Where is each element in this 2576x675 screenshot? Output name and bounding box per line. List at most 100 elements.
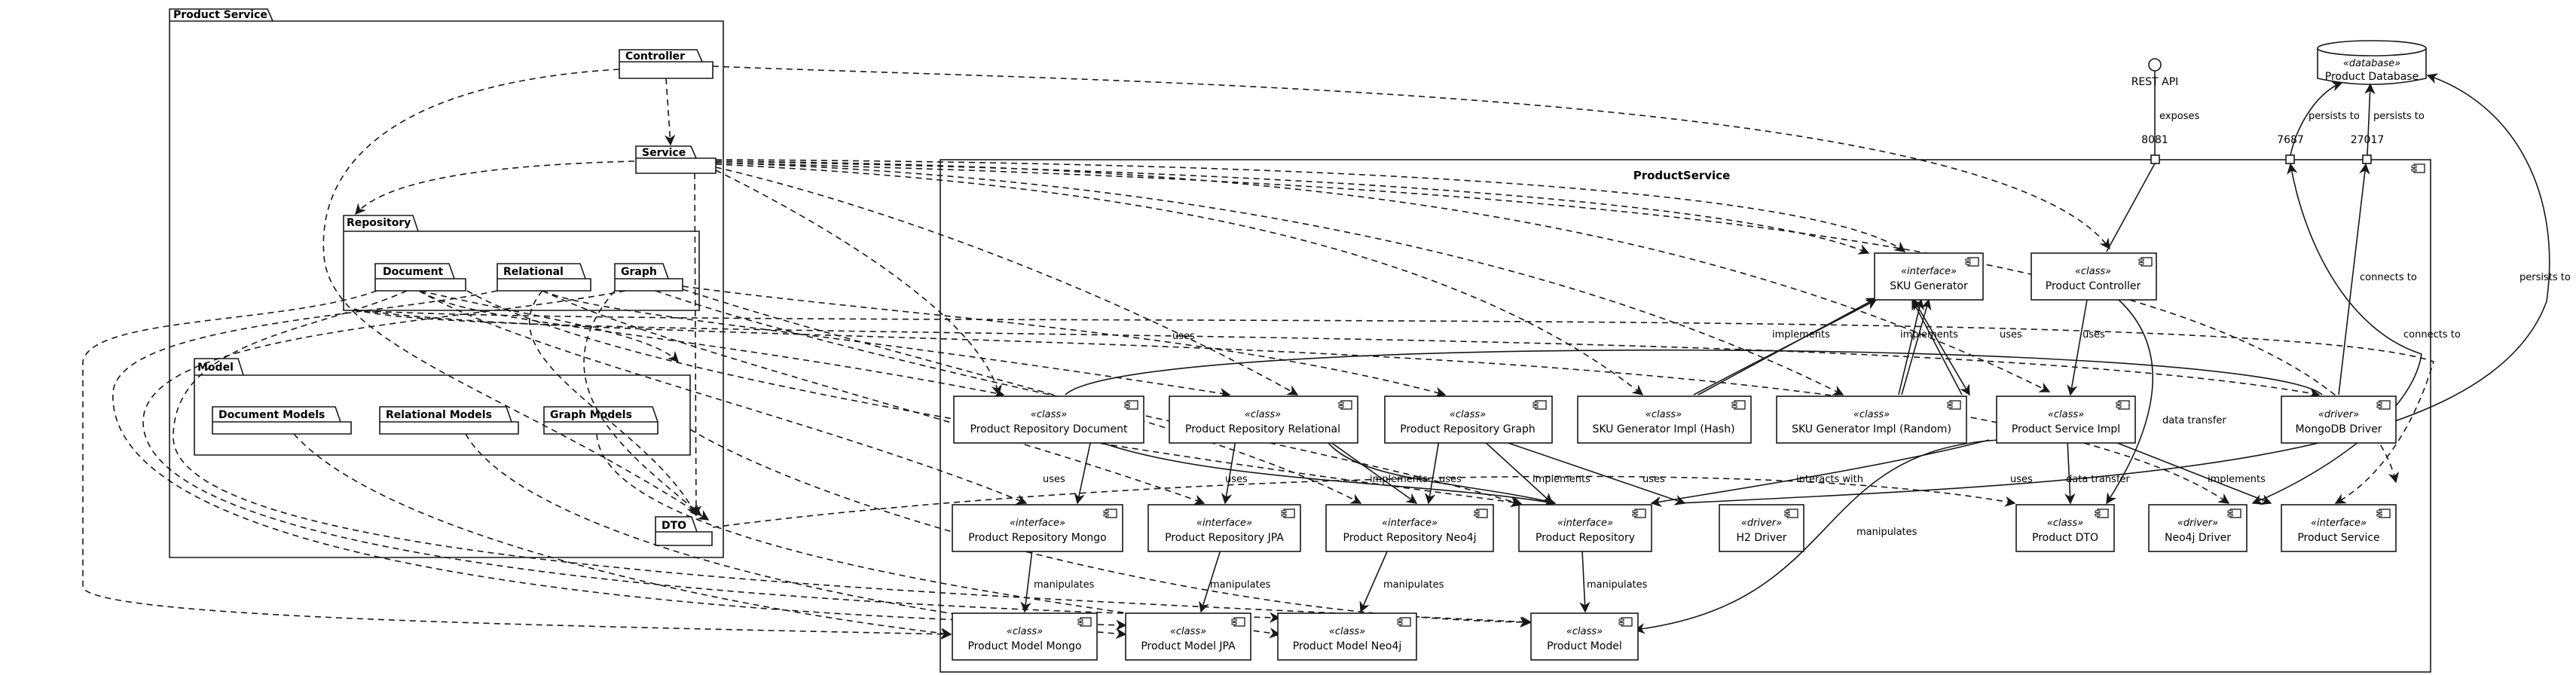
edge-label-data-transfer: data transfer — [2162, 415, 2226, 426]
package-title-relational-models: Relational Models — [386, 409, 492, 421]
port-7687: 7687 — [2277, 134, 2304, 164]
edge-label-persists-to: persists to — [2373, 111, 2425, 122]
edge-label-uses: uses — [2082, 329, 2105, 341]
edge-label-implements: implements — [1900, 329, 1958, 341]
node-h2-driver: «driver» H2 Driver — [1719, 504, 1804, 552]
node-model-mongo: «class» Product Model Mongo — [952, 612, 1098, 661]
edge-label-manipulates: manipulates — [1383, 579, 1444, 591]
edge-label-interacts-with: interacts with — [1796, 474, 1863, 485]
node-product-model: «class» Product Model — [1530, 612, 1639, 661]
package-title-dto: DTO — [662, 520, 686, 532]
svg-text:Product Repository Mongo: Product Repository Mongo — [968, 532, 1106, 544]
package-title-repository: Repository — [347, 217, 411, 229]
edge-label-exposes: exposes — [2159, 111, 2199, 122]
svg-text:«interface»: «interface» — [1382, 518, 1438, 529]
node-sku-random: «class» SKU Generator Impl (Random) — [1776, 396, 1967, 444]
svg-text:7687: 7687 — [2277, 134, 2304, 146]
svg-text:«class»: «class» — [1853, 409, 1890, 420]
svg-text:«interface»: «interface» — [2311, 518, 2367, 529]
svg-text:«class»: «class» — [2075, 266, 2111, 277]
edge-label-uses: uses — [1043, 474, 1065, 485]
rest-api-interface: REST API — [2131, 58, 2179, 155]
edge-label-persists-to: persists to — [2309, 111, 2360, 122]
svg-text:Product Service Impl: Product Service Impl — [2012, 423, 2120, 435]
package-title-graph-models: Graph Models — [550, 409, 632, 421]
svg-text:«interface»: «interface» — [1010, 518, 1065, 529]
rest-api-label: REST API — [2131, 76, 2179, 88]
svg-text:«class»: «class» — [1566, 626, 1603, 637]
svg-text:Product Model Neo4j: Product Model Neo4j — [1293, 640, 1402, 652]
edge-label-implements: implements — [1532, 474, 1591, 485]
node-product-database: «database» Product Database — [2317, 40, 2427, 85]
edge-label-connects-to: connects to — [2360, 272, 2417, 283]
edge-label-uses: uses — [2000, 329, 2022, 341]
node-repo-document: «class» Product Repository Document — [953, 396, 1144, 444]
svg-text:Product Repository Graph: Product Repository Graph — [1400, 423, 1535, 435]
node-neo4j-driver: «driver» Neo4j Driver — [2148, 504, 2248, 552]
node-repo-graph: «class» Product Repository Graph — [1384, 396, 1553, 444]
svg-text:«class»: «class» — [1646, 409, 1682, 420]
package-controller: Controller — [619, 49, 714, 79]
svg-text:«class»: «class» — [1007, 626, 1043, 637]
edge-label-implements: implements — [1370, 474, 1428, 485]
svg-text:«class»: «class» — [1170, 626, 1206, 637]
svg-text:Product Repository Neo4j: Product Repository Neo4j — [1343, 532, 1477, 544]
svg-text:Product Repository JPA: Product Repository JPA — [1165, 532, 1284, 544]
package-title-document: Document — [383, 266, 444, 278]
edge-label-implements: implements — [1772, 329, 1830, 341]
svg-text:«class»: «class» — [1329, 626, 1365, 637]
edge-label-uses: uses — [1225, 474, 1248, 485]
node-product-service: «interface» Product Service — [2281, 504, 2397, 552]
svg-text:SKU Generator: SKU Generator — [1890, 280, 1968, 292]
svg-text:«class»: «class» — [1450, 409, 1486, 420]
edge-label-uses: uses — [1439, 474, 1462, 485]
svg-text:«database»: «database» — [2343, 58, 2400, 69]
edges — [82, 66, 2550, 640]
package-title-controller: Controller — [625, 50, 685, 63]
svg-text:«interface»: «interface» — [1557, 518, 1613, 529]
edge-label-uses: uses — [1172, 331, 1195, 342]
svg-text:«driver»: «driver» — [1741, 518, 1782, 529]
component-title: ProductService — [1633, 169, 1731, 182]
edge-label-manipulates: manipulates — [1587, 579, 1648, 591]
edge-label-uses: uses — [2010, 474, 2033, 485]
package-relational: Relational — [497, 263, 591, 292]
svg-text:Product Model: Product Model — [1547, 640, 1622, 652]
package-title-product-service: Product Service — [173, 9, 267, 21]
svg-text:Product Controller: Product Controller — [2046, 280, 2141, 292]
node-product-dto: «class» Product DTO — [2015, 504, 2115, 552]
product-database-label: Product Database — [2325, 71, 2419, 83]
node-sku-generator: «interface» SKU Generator — [1874, 252, 1984, 301]
package-title-service: Service — [642, 147, 686, 159]
package-title-graph: Graph — [621, 266, 657, 278]
edge-label-data-transfer: data transfer — [2066, 474, 2130, 485]
node-product-controller: «class» Product Controller — [2031, 252, 2157, 301]
svg-text:«interface»: «interface» — [1901, 266, 1957, 277]
node-sku-hash: «class» SKU Generator Impl (Hash) — [1577, 396, 1752, 444]
node-mongodb-driver: «driver» MongoDB Driver — [2281, 396, 2397, 444]
port-8081: 8081 — [2141, 134, 2168, 164]
package-document-models: Document Models — [212, 406, 352, 435]
svg-text:«interface»: «interface» — [1196, 518, 1252, 529]
node-model-jpa: «class» Product Model JPA — [1125, 612, 1251, 661]
svg-text:Product Repository Relational: Product Repository Relational — [1185, 423, 1340, 435]
svg-text:27017: 27017 — [2351, 134, 2385, 146]
node-repo-jpa: «interface» Product Repository JPA — [1147, 504, 1301, 552]
svg-text:H2 Driver: H2 Driver — [1737, 532, 1787, 544]
edge-labels: exposes persists to persists to connects… — [1034, 111, 2571, 591]
svg-text:MongoDB Driver: MongoDB Driver — [2296, 423, 2382, 435]
node-service-impl: «class» Product Service Impl — [1996, 396, 2136, 444]
node-model-neo4j: «class» Product Model Neo4j — [1277, 612, 1417, 661]
edge-label-connects-to: connects to — [2403, 329, 2461, 341]
node-repo-mongo: «interface» Product Repository Mongo — [952, 504, 1123, 552]
edge-label-implements: implements — [2208, 474, 2266, 485]
svg-text:Product Service: Product Service — [2297, 532, 2379, 544]
package-title-document-models: Document Models — [218, 409, 325, 421]
package-document: Document — [374, 263, 466, 292]
edge-label-manipulates: manipulates — [1034, 579, 1095, 591]
svg-text:«class»: «class» — [2047, 518, 2083, 529]
edge-label-manipulates: manipulates — [1210, 579, 1271, 591]
svg-text:SKU Generator Impl (Random): SKU Generator Impl (Random) — [1792, 423, 1951, 435]
edge-label-manipulates: manipulates — [1856, 527, 1917, 538]
